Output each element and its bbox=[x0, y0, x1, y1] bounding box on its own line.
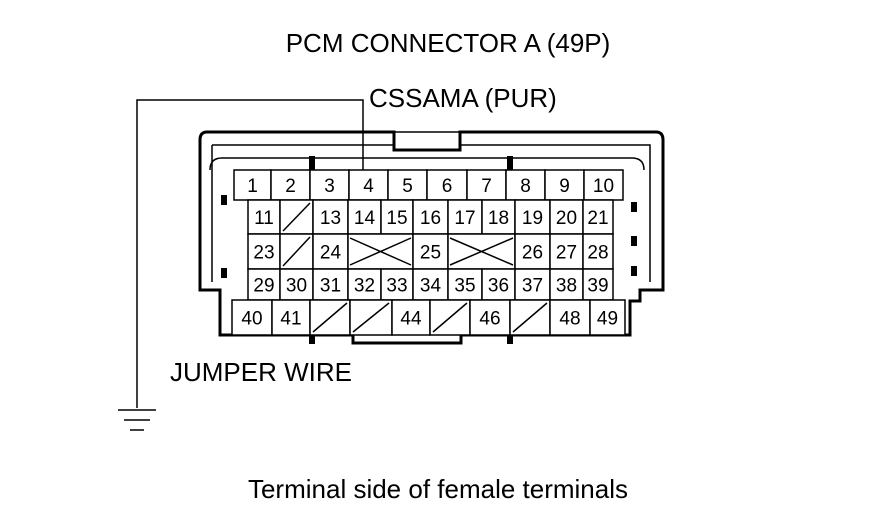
terminal-number: 30 bbox=[286, 276, 307, 297]
unused-cavity-mark bbox=[449, 237, 514, 266]
terminal-number: 40 bbox=[241, 309, 262, 330]
terminal-6 bbox=[426, 169, 468, 201]
terminal-number: 7 bbox=[481, 176, 492, 197]
jumper-wire-label: JUMPER WIRE bbox=[170, 357, 352, 387]
unused-cavity-mark bbox=[432, 302, 468, 333]
terminal-number: 6 bbox=[442, 176, 453, 197]
terminal-21 bbox=[582, 199, 614, 235]
terminal-10 bbox=[583, 169, 624, 201]
jumper-wire bbox=[136, 99, 364, 408]
terminal-27 bbox=[549, 233, 584, 270]
terminal-38 bbox=[549, 268, 584, 301]
terminal-number: 44 bbox=[400, 309, 422, 330]
terminal-number: 9 bbox=[559, 176, 570, 197]
terminal-number: 37 bbox=[522, 276, 543, 297]
terminal-48 bbox=[549, 299, 591, 336]
terminal-number: 49 bbox=[597, 309, 618, 330]
unused-cavity-mark bbox=[352, 302, 390, 333]
terminal-35 bbox=[447, 268, 483, 301]
terminal-number: 15 bbox=[386, 208, 407, 229]
terminal-32 bbox=[347, 268, 382, 301]
terminal-28 bbox=[582, 233, 614, 270]
terminal-number: 29 bbox=[253, 276, 274, 297]
terminal-44 bbox=[391, 299, 431, 336]
terminal-40 bbox=[231, 299, 273, 336]
terminal-number: 38 bbox=[556, 276, 577, 297]
terminal-number: 3 bbox=[324, 176, 335, 197]
terminal-49 bbox=[589, 299, 626, 336]
terminal-number: 19 bbox=[522, 208, 543, 229]
unused-cavity-mark bbox=[349, 237, 412, 266]
terminal-number: 46 bbox=[479, 309, 500, 330]
terminal-8 bbox=[505, 169, 546, 201]
caption: Terminal side of female terminals bbox=[248, 474, 628, 504]
terminal-number: 14 bbox=[354, 208, 376, 229]
terminal-number: 24 bbox=[320, 243, 342, 264]
terminal-number: 28 bbox=[587, 243, 608, 264]
terminal-13 bbox=[312, 199, 349, 235]
terminal-number: 10 bbox=[593, 176, 614, 197]
terminal-number: 2 bbox=[285, 176, 296, 197]
connector-housing bbox=[198, 130, 665, 345]
terminal-30 bbox=[279, 268, 314, 301]
terminal-number: 20 bbox=[556, 208, 577, 229]
terminal-number: 39 bbox=[587, 276, 608, 297]
unused-cavity-mark bbox=[512, 302, 548, 333]
terminal-number: 41 bbox=[280, 309, 301, 330]
terminal-number: 27 bbox=[556, 243, 577, 264]
terminal-number: 21 bbox=[587, 208, 608, 229]
terminal-number: 16 bbox=[420, 208, 441, 229]
ground-symbol-icon bbox=[118, 409, 156, 431]
terminal-number: 17 bbox=[454, 208, 475, 229]
terminal-number: 33 bbox=[386, 276, 407, 297]
terminal-19 bbox=[514, 199, 551, 235]
terminal-number: 5 bbox=[402, 176, 413, 197]
terminal-number: 31 bbox=[320, 276, 341, 297]
unused-cavity-mark bbox=[282, 202, 311, 232]
unused-cavity-mark bbox=[282, 236, 311, 267]
terminal-number: 36 bbox=[488, 276, 509, 297]
terminal-number: 48 bbox=[559, 309, 580, 330]
terminal-46 bbox=[469, 299, 511, 336]
terminal-number: 1 bbox=[247, 176, 258, 197]
terminal-number: 34 bbox=[420, 276, 442, 297]
terminal-number: 4 bbox=[363, 176, 374, 197]
terminal-number: 23 bbox=[253, 243, 274, 264]
terminal-number: 26 bbox=[522, 243, 543, 264]
terminal-number: 32 bbox=[354, 276, 375, 297]
terminal-number: 18 bbox=[488, 208, 509, 229]
diagram-title: PCM CONNECTOR A (49P) bbox=[286, 28, 611, 58]
terminal-number: 35 bbox=[454, 276, 475, 297]
terminal-number: 13 bbox=[320, 208, 341, 229]
unused-cavity-mark bbox=[312, 302, 348, 333]
terminal-29 bbox=[247, 268, 281, 301]
terminal-number: 25 bbox=[420, 243, 441, 264]
terminal-14 bbox=[347, 199, 382, 235]
terminal-number: 8 bbox=[520, 176, 531, 197]
terminal-17 bbox=[447, 199, 483, 235]
wire-label: CSSAMA (PUR) bbox=[369, 83, 557, 113]
terminal-number: 11 bbox=[254, 208, 274, 229]
